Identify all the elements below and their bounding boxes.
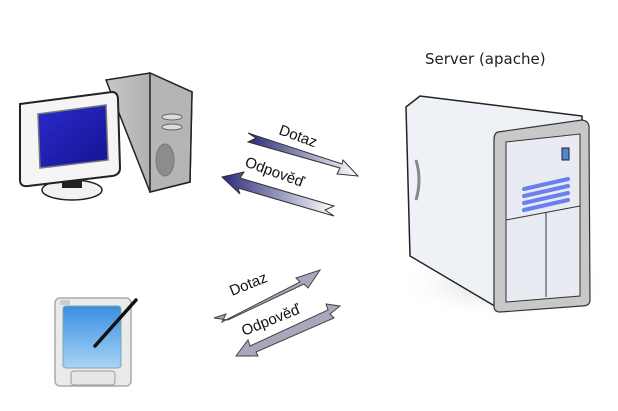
response-arrow-top	[220, 171, 336, 217]
request-label-bottom: Dotaz	[227, 269, 270, 299]
stylus-icon	[93, 298, 138, 348]
request-arrow-bottom	[213, 269, 322, 324]
response-arrow-bottom	[235, 303, 342, 357]
pc-screen	[37, 104, 109, 169]
request-arrow-top	[246, 132, 360, 177]
power-switch-icon	[561, 147, 570, 161]
bottom-arrows: Dotaz Odpověď	[213, 269, 342, 357]
tablet-icon	[54, 297, 138, 387]
tablet-screen	[62, 305, 122, 369]
top-arrows: Dotaz Odpověď	[220, 122, 360, 217]
server-vent-stripes	[522, 177, 570, 212]
desktop-computer-icon	[19, 71, 193, 201]
server-icon	[395, 95, 615, 320]
server-title: Server (apache)	[425, 50, 546, 68]
